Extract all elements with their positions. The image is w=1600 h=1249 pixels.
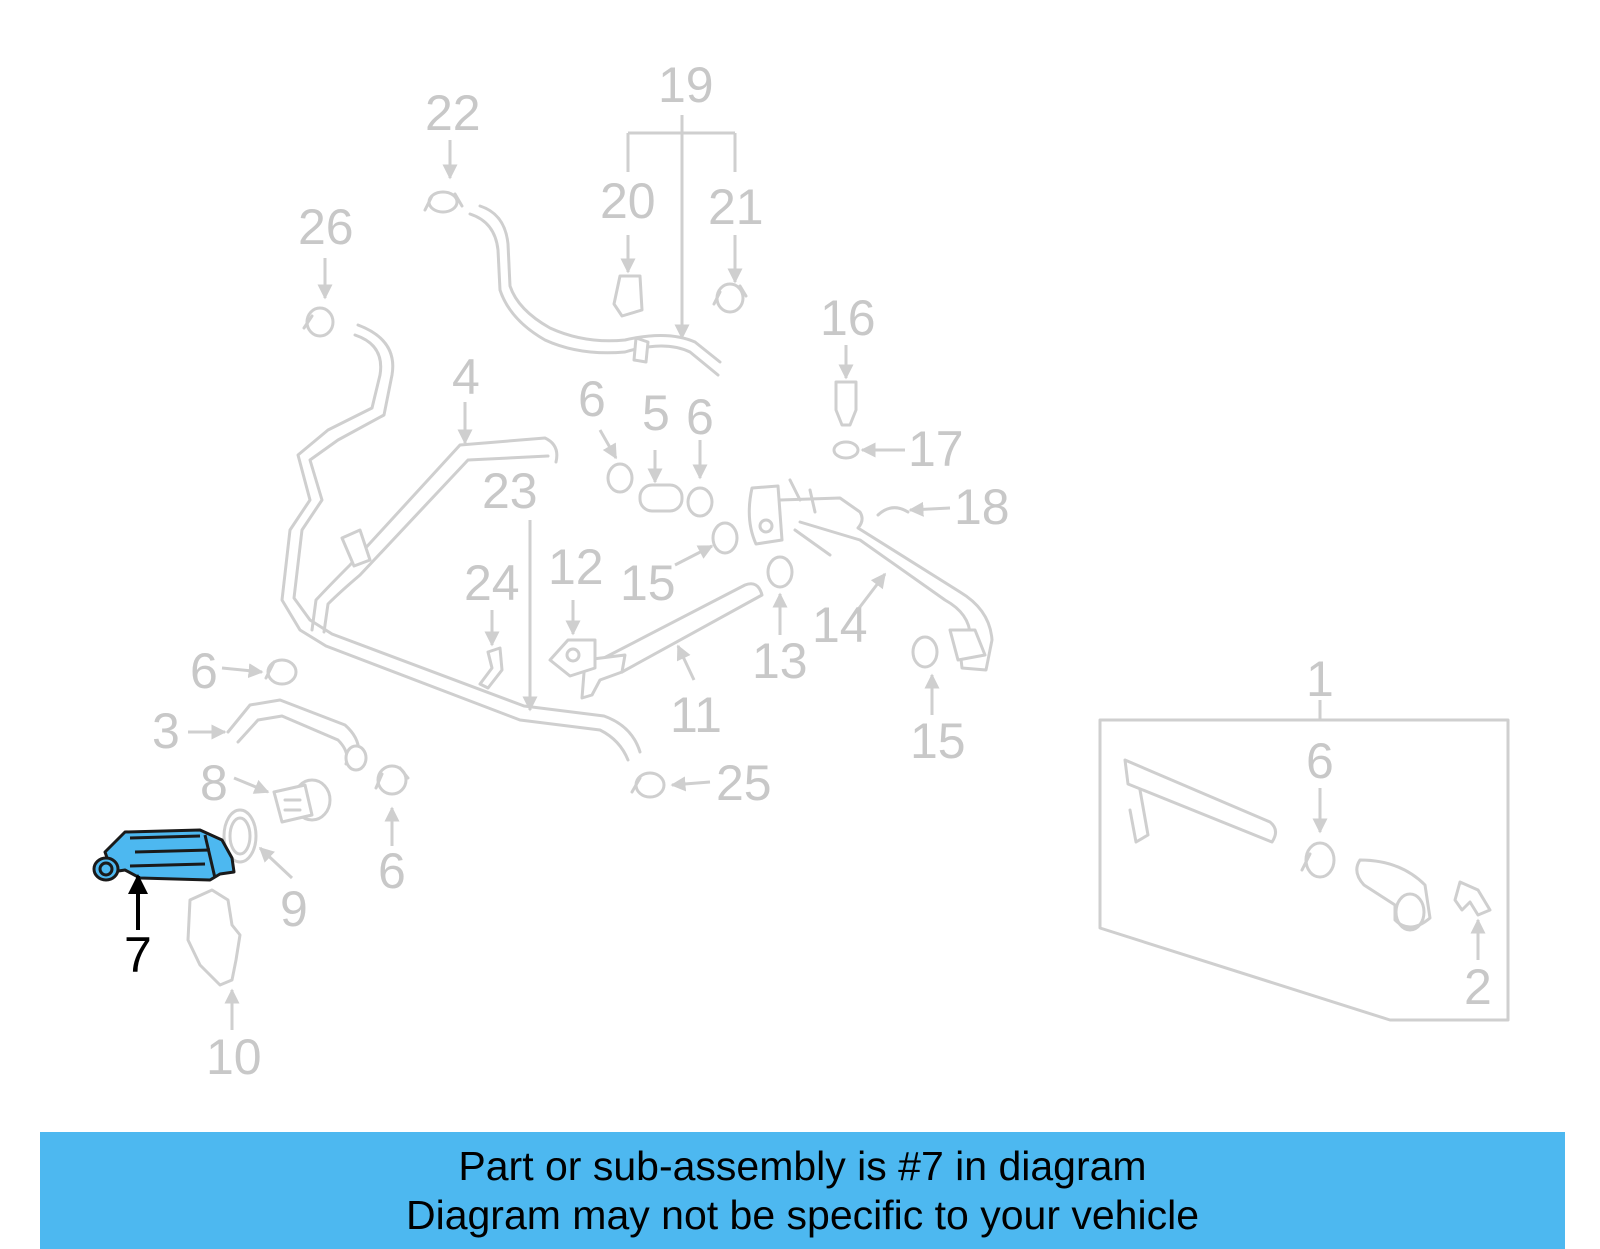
callout-12: 12 bbox=[548, 539, 604, 595]
hose-clamp-22 bbox=[423, 190, 464, 214]
callout-25: 25 bbox=[716, 755, 772, 811]
callout-3: 3 bbox=[152, 703, 180, 759]
sensor-16 bbox=[834, 345, 858, 427]
callout-22: 22 bbox=[425, 85, 481, 141]
o-ring-15-upper bbox=[674, 521, 739, 567]
callout-8: 8 bbox=[200, 755, 228, 811]
hose-clamp-21 bbox=[712, 282, 748, 314]
callout-23: 23 bbox=[482, 463, 538, 519]
callout-17: 17 bbox=[908, 421, 964, 477]
callout-20: 20 bbox=[600, 173, 656, 229]
banner-line-1: Part or sub-assembly is #7 in diagram bbox=[458, 1143, 1147, 1189]
hose-clamp-6-left bbox=[221, 658, 298, 686]
hose-3 bbox=[188, 698, 368, 772]
callout-11: 11 bbox=[670, 687, 722, 743]
water-pipe-14 bbox=[747, 478, 994, 672]
callout-7: 7 bbox=[124, 927, 152, 983]
callout-24: 24 bbox=[464, 555, 520, 611]
hose-clamp-6-box bbox=[1300, 788, 1336, 879]
callout-6-a: 6 bbox=[578, 371, 606, 427]
bracket-19 bbox=[620, 115, 743, 340]
pipe-4 bbox=[310, 402, 559, 634]
hose-upper bbox=[423, 140, 722, 377]
highlighted-part-7 bbox=[92, 828, 236, 930]
gasket-9 bbox=[222, 808, 294, 880]
callout-19: 19 bbox=[658, 57, 714, 113]
callout-9: 9 bbox=[280, 881, 308, 937]
kit-box-1 bbox=[1098, 700, 1510, 1022]
callout-15-b: 15 bbox=[910, 713, 966, 769]
callout-6-c: 6 bbox=[190, 643, 218, 699]
info-banner: Part or sub-assembly is #7 in diagram Di… bbox=[40, 1132, 1565, 1249]
callout-14: 14 bbox=[812, 597, 868, 653]
gasket-12 bbox=[548, 600, 597, 678]
callout-15-a: 15 bbox=[620, 555, 676, 611]
callout-10: 10 bbox=[206, 1029, 262, 1085]
connector-20 bbox=[612, 274, 644, 318]
callout-6-box: 6 bbox=[1306, 733, 1334, 789]
part-7-body bbox=[103, 828, 236, 882]
hose-clamp-6-center bbox=[374, 764, 410, 846]
callout-6-b: 6 bbox=[686, 389, 714, 445]
callout-5: 5 bbox=[642, 385, 670, 441]
cover-10 bbox=[186, 888, 242, 1030]
washer-17 bbox=[832, 440, 905, 460]
callout-21: 21 bbox=[708, 179, 764, 235]
hose-26 bbox=[280, 258, 642, 762]
callout-1: 1 bbox=[1306, 651, 1334, 707]
clip-18 bbox=[876, 501, 951, 517]
banner-line-2: Diagram may not be specific to your vehi… bbox=[405, 1192, 1199, 1238]
o-ring-13 bbox=[766, 555, 794, 635]
callout-16: 16 bbox=[820, 290, 876, 346]
callout-26: 26 bbox=[298, 199, 354, 255]
callout-18: 18 bbox=[954, 479, 1010, 535]
hose-clamp-25 bbox=[630, 771, 711, 799]
callout-6-d: 6 bbox=[378, 843, 406, 899]
callout-13: 13 bbox=[752, 633, 808, 689]
callout-2: 2 bbox=[1464, 959, 1492, 1015]
callout-4: 4 bbox=[452, 349, 480, 405]
clip-24 bbox=[478, 610, 504, 690]
small-hose-5 bbox=[598, 429, 714, 518]
o-ring-15-lower bbox=[911, 635, 940, 715]
thermostat-8 bbox=[233, 776, 332, 824]
